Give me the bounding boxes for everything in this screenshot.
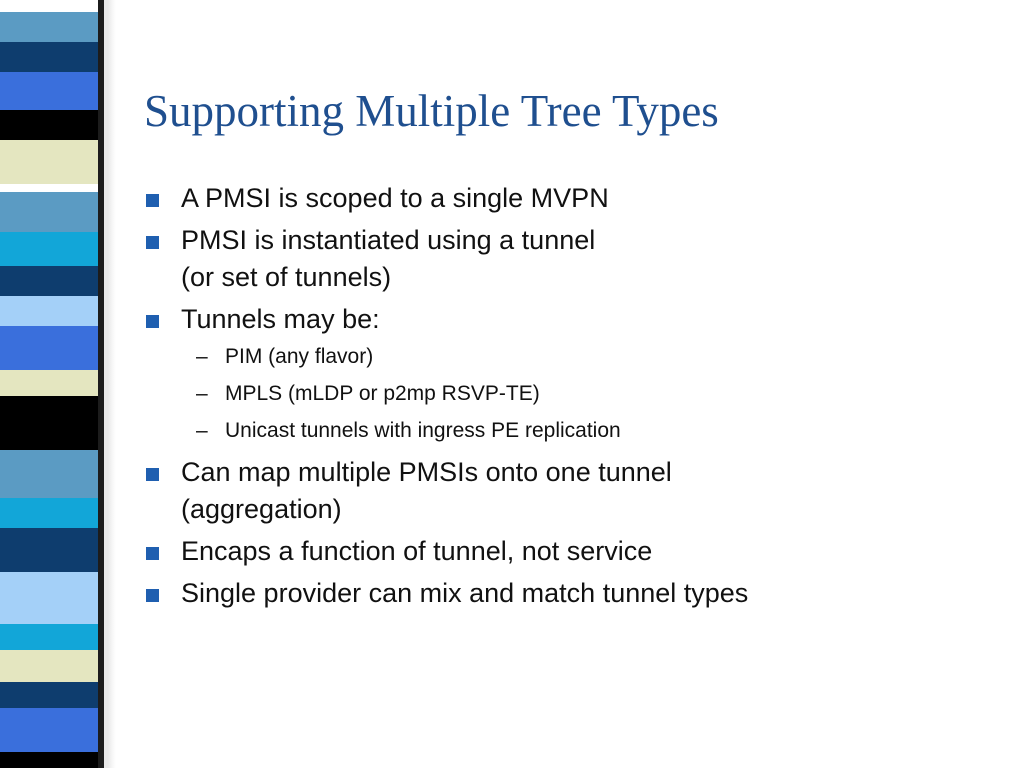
stripe-block [0,708,100,753]
stripe-block [0,232,100,267]
stripe-block [0,752,100,768]
bullet-text: Tunnels may be: [181,304,380,334]
stripe-block [0,192,100,233]
bullet-text: Can map multiple PMSIs onto one tunnel [181,457,672,487]
bullet-item: A PMSI is scoped to a single MVPN [144,180,1004,217]
stripe-block [0,498,100,529]
dash-bullet-icon: – [196,345,208,368]
bullet-item: Can map multiple PMSIs onto one tunnel (a… [144,454,1004,528]
dash-bullet-icon: – [196,382,208,405]
dash-bullet-icon: – [196,419,208,442]
bullet-text: (or set of tunnels) [181,262,392,292]
sub-bullet-item: –MPLS (mLDP or p2mp RSVP-TE) [144,380,1004,407]
square-bullet-icon [146,468,159,481]
square-bullet-icon [146,315,159,328]
bullet-item: Encaps a function of tunnel, not service [144,533,1004,570]
stripe-block [0,296,100,327]
bullet-text: A PMSI is scoped to a single MVPN [181,183,609,213]
stripe-block [0,624,100,651]
bullet-text: Unicast tunnels with ingress PE replicat… [225,419,621,442]
bullet-text: Encaps a function of tunnel, not service [181,536,653,566]
stripe-block [0,572,100,625]
square-bullet-icon [146,194,159,207]
stripe-block [0,266,100,297]
stripe-block [0,72,100,111]
bullet-text: PIM (any flavor) [225,345,374,368]
bullet-item: Tunnels may be: [144,301,1004,338]
stripe-block [0,650,100,683]
stripe-block [0,326,100,371]
stripe-shadow [98,0,104,768]
square-bullet-icon [146,547,159,560]
bullet-item: Single provider can mix and match tunnel… [144,575,1004,612]
bullet-text: Single provider can mix and match tunnel… [181,578,749,608]
stripe-block [0,12,100,43]
decorative-stripe [0,0,103,768]
square-bullet-icon [146,589,159,602]
bullet-text: MPLS (mLDP or p2mp RSVP-TE) [225,382,540,405]
stripe-block [0,450,100,499]
bullet-list: A PMSI is scoped to a single MVPN PMSI is… [144,180,1004,617]
square-bullet-icon [146,236,159,249]
sub-bullet-item: –Unicast tunnels with ingress PE replica… [144,417,1004,444]
stripe-block [0,528,100,573]
bullet-text: PMSI is instantiated using a tunnel [181,225,596,255]
stripe-block [0,42,100,73]
stripe-block [0,140,100,185]
slide-title: Supporting Multiple Tree Types [144,86,719,136]
stripe-block [0,396,100,451]
bullet-item: PMSI is instantiated using a tunnel (or s… [144,222,1004,296]
stripe-block [0,370,100,397]
sub-bullet-item: –PIM (any flavor) [144,343,1004,370]
stripe-block [0,110,100,141]
bullet-text: (aggregation) [181,494,342,524]
stripe-block [0,682,100,709]
